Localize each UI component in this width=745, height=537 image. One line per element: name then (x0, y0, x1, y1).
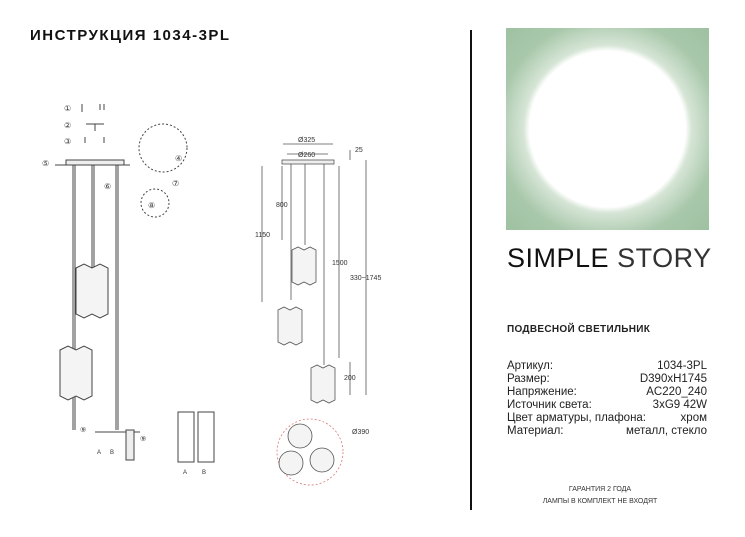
spec-label: Источник света: (507, 399, 592, 411)
shade-drawing (291, 246, 317, 286)
step-9-right-label: ⑨ (140, 435, 146, 443)
dim-canopy-height: 25 (355, 147, 363, 154)
dim-height-800: 800 (276, 202, 288, 209)
spec-label: Размер: (507, 373, 550, 385)
shade-drawing (59, 345, 93, 401)
shade-drawing (310, 364, 336, 404)
step-7-label: ⑦ (172, 179, 179, 188)
step-8-label: ⑧ (148, 201, 155, 210)
detail-b-label-2: B (110, 450, 114, 456)
detail-a-label: A (183, 470, 187, 476)
spec-label: Напряжение: (507, 386, 577, 398)
dim-total-height: 330~1745 (350, 275, 381, 282)
brand-word-2: STORY (617, 243, 712, 273)
step-6-label: ⑥ (104, 182, 111, 191)
shade-drawing (277, 306, 303, 346)
brand-logo (506, 28, 709, 230)
footer-notes: ГАРАНТИЯ 2 ГОДА ЛАМПЫ В КОМПЛЕКТ НЕ ВХОД… (540, 484, 660, 508)
spec-row: Цвет арматуры, плафона: хром (507, 412, 707, 425)
warranty-text: ГАРАНТИЯ 2 ГОДА (568, 486, 632, 493)
spec-row: Размер: D390xH1745 (507, 373, 707, 386)
spec-value: хром (680, 412, 707, 424)
dim-total-diameter: Ø390 (352, 429, 369, 436)
spec-list: Артикул: 1034-3PL Размер: D390xH1745 Напря… (507, 360, 707, 438)
shade-drawing (75, 263, 109, 319)
step-4-label: ④ (175, 154, 182, 163)
product-type: ПОДВЕСНОЙ СВЕТИЛЬНИК (507, 324, 651, 335)
step-3-label: ③ (64, 137, 71, 146)
spec-label: Цвет арматуры, плафона: (507, 412, 647, 424)
spec-label: Артикул: (507, 360, 554, 372)
brand-word-1: SIMPLE (507, 243, 610, 273)
dim-mount-diameter: Ø260 (298, 152, 315, 159)
spec-row: Материал: металл, стекло (507, 425, 707, 438)
lamps-note: ЛАМПЫ В КОМПЛЕКТ НЕ ВХОДЯТ (542, 498, 658, 505)
spec-value: AC220_240 (646, 386, 707, 398)
dim-height-1150: 1150 (255, 232, 270, 239)
divider (470, 30, 472, 510)
detail-b-label: B (202, 470, 206, 476)
spec-value: металл, стекло (626, 425, 707, 437)
drawings: ① ② ③ ⑤ ⑥ ⑦ ⑧ ④ ⑨ ⑨ A B (42, 104, 381, 486)
brand-name: SIMPLE STORY (507, 243, 712, 274)
spec-value: 1034-3PL (657, 360, 707, 372)
spec-row: Артикул: 1034-3PL (507, 360, 707, 373)
spec-value: 3xG9 42W (652, 399, 707, 411)
step-5-label: ⑤ (42, 159, 49, 168)
step-9-left-label: ⑨ (80, 426, 86, 434)
spec-row: Источник света: 3xG9 42W (507, 399, 707, 412)
spec-row: Напряжение: AC220_240 (507, 386, 707, 399)
dim-canopy-diameter: Ø325 (298, 137, 315, 144)
dimension-drawing (261, 143, 367, 486)
step-2-label: ② (64, 121, 71, 130)
spec-value: D390xH1745 (639, 373, 707, 385)
detail-a-label-2: A (97, 450, 101, 456)
dim-shade-height: 200 (344, 375, 356, 382)
spec-label: Материал: (507, 425, 564, 437)
dim-height-1500: 1500 (332, 260, 348, 267)
page-title: ИНСТРУКЦИЯ 1034-3PL (30, 27, 231, 44)
step-1-label: ① (64, 104, 71, 113)
assembly-diagram: ① ② ③ ⑤ ⑥ ⑦ ⑧ ④ ⑨ ⑨ A B (42, 104, 215, 476)
